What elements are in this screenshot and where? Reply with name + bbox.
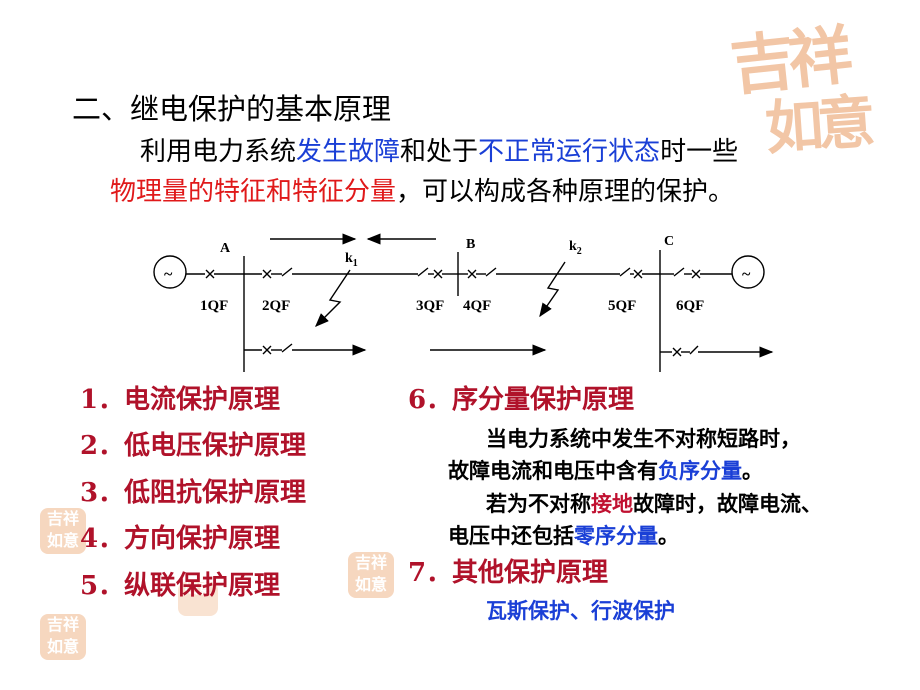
item6-para2-line2: 电压中还包括零序分量。 — [448, 520, 679, 550]
list-item-3: 3．低阻抗保护原理 — [80, 472, 306, 509]
list-item-3-label: 低阻抗保护原理 — [124, 478, 307, 508]
source-symbol-left: ~ — [164, 266, 173, 283]
list-item-3-num: 3． — [80, 478, 125, 508]
intro-highlight-quantities: 物理量的特征和特征分量 — [110, 177, 397, 207]
list-item-4: 4．方向保护原理 — [80, 518, 280, 555]
intro-text-2: 和处于 — [400, 137, 479, 167]
fault-k1-bolt — [315, 269, 351, 327]
seal-stamp-2-top: 吉祥 — [46, 615, 79, 634]
breaker-label-2qf: 2QF — [262, 298, 290, 314]
list-item-5-num: 5． — [80, 571, 125, 601]
zero-sequence-highlight: 零序分量 — [574, 523, 658, 548]
intro-line-1: 利用电力系统发生故障和处于不正常运行状态时一些 — [140, 131, 738, 168]
list-item-1-label: 电流保护原理 — [124, 385, 281, 415]
breaker-3qf — [433, 269, 443, 279]
fault-label-k2: k2 — [569, 239, 582, 257]
list-item-7: 7．其他保护原理 — [408, 552, 608, 589]
fault-label-k2-main: k — [569, 239, 577, 254]
breaker-label-4qf: 4QF — [463, 298, 491, 314]
seal-stamp-1-bottom: 如意 — [46, 531, 79, 550]
seal-stamp-3: 吉祥 如意 — [348, 552, 394, 598]
list-item-2-label: 低电压保护原理 — [124, 431, 307, 461]
bus-label-a: A — [220, 241, 231, 256]
intro-text-1: 利用电力系统 — [140, 137, 297, 167]
list-item-6: 6．序分量保护原理 — [408, 379, 634, 416]
list-item-4-label: 方向保护原理 — [124, 524, 281, 554]
list-item-1: 1．电流保护原理 — [80, 379, 280, 416]
intro-highlight-abnormal: 不正常运行状态 — [478, 137, 661, 167]
breaker-label-6qf: 6QF — [676, 298, 704, 314]
intro-text-4: ，可以构成各种原理的保护。 — [396, 177, 735, 207]
list-item-1-num: 1． — [80, 385, 125, 415]
source-symbol-right: ~ — [742, 266, 751, 283]
breaker-label-1qf: 1QF — [200, 298, 228, 314]
item6-para2-text-c: 电压中还包括 — [448, 523, 574, 548]
intro-line-2: 物理量的特征和特征分量，可以构成各种原理的保护。 — [110, 171, 734, 208]
bus-label-b: B — [466, 237, 475, 252]
fault-k2-bolt — [539, 261, 566, 318]
grounding-highlight: 接地 — [591, 491, 633, 516]
seal-stamp-4-bottom: 如意 — [184, 582, 212, 598]
list-item-7-label: 其他保护原理 — [452, 558, 609, 588]
bus-label-c: C — [664, 234, 674, 249]
list-item-6-label: 序分量保护原理 — [452, 385, 635, 415]
seal-stamp-4: 如意 — [178, 582, 218, 616]
item6-para2-text-a: 若为不对称 — [486, 491, 591, 516]
list-item-6-num: 6． — [408, 385, 453, 415]
item6-para2-end: 。 — [658, 523, 679, 548]
intro-text-3: 时一些 — [660, 137, 739, 167]
list-item-5: 5．纵联保护原理 — [80, 565, 280, 602]
breaker-5qf — [633, 269, 643, 279]
fault-label-k1-sub: 1 — [353, 258, 358, 269]
list-item-2-num: 2． — [80, 431, 125, 461]
seal-stamp-2: 吉祥 如意 — [40, 614, 86, 660]
item6-para1-end: 。 — [742, 458, 763, 483]
seal-stamp-1: 吉祥 如意 — [40, 508, 86, 554]
breaker-label-3qf: 3QF — [416, 298, 444, 314]
source-generator-right — [731, 255, 765, 289]
item6-para2-line1: 若为不对称接地故障时，故障电流、 — [486, 488, 822, 518]
list-item-4-num: 4． — [80, 524, 125, 554]
item6-para1-line2: 故障电流和电压中含有负序分量。 — [448, 455, 763, 485]
source-generator-left — [153, 255, 187, 289]
list-item-2: 2．低电压保护原理 — [80, 425, 306, 462]
item7-sub: 瓦斯保护、行波保护 — [486, 598, 675, 623]
item6-para1-line1: 当电力系统中发生不对称短路时， — [486, 426, 801, 451]
breaker-1qf — [205, 269, 215, 279]
list-item-5-label: 纵联保护原理 — [124, 571, 281, 601]
breaker-2qf — [262, 269, 272, 279]
list-item-7-num: 7． — [408, 558, 453, 588]
fault-label-k1-main: k — [345, 251, 353, 266]
breaker-6qf — [691, 269, 701, 279]
item6-para1-text: 故障电流和电压中含有 — [448, 458, 658, 483]
breaker-label-5qf: 5QF — [608, 298, 636, 314]
negative-sequence-highlight: 负序分量 — [658, 458, 742, 483]
seal-stamp-3-bottom: 如意 — [354, 575, 387, 594]
seal-stamp-2-bottom: 如意 — [46, 637, 79, 656]
intro-highlight-fault: 发生故障 — [296, 137, 401, 167]
item6-para2-text-b: 故障时，故障电流、 — [633, 491, 822, 516]
fault-label-k1: k1 — [345, 251, 358, 269]
seal-stamp-1-top: 吉祥 — [46, 509, 79, 528]
seal-stamp-3-top: 吉祥 — [354, 553, 387, 572]
fault-label-k2-sub: 2 — [577, 246, 582, 257]
slide-title: 二、继电保护的基本原理 — [72, 92, 392, 126]
breaker-4qf — [467, 269, 477, 279]
